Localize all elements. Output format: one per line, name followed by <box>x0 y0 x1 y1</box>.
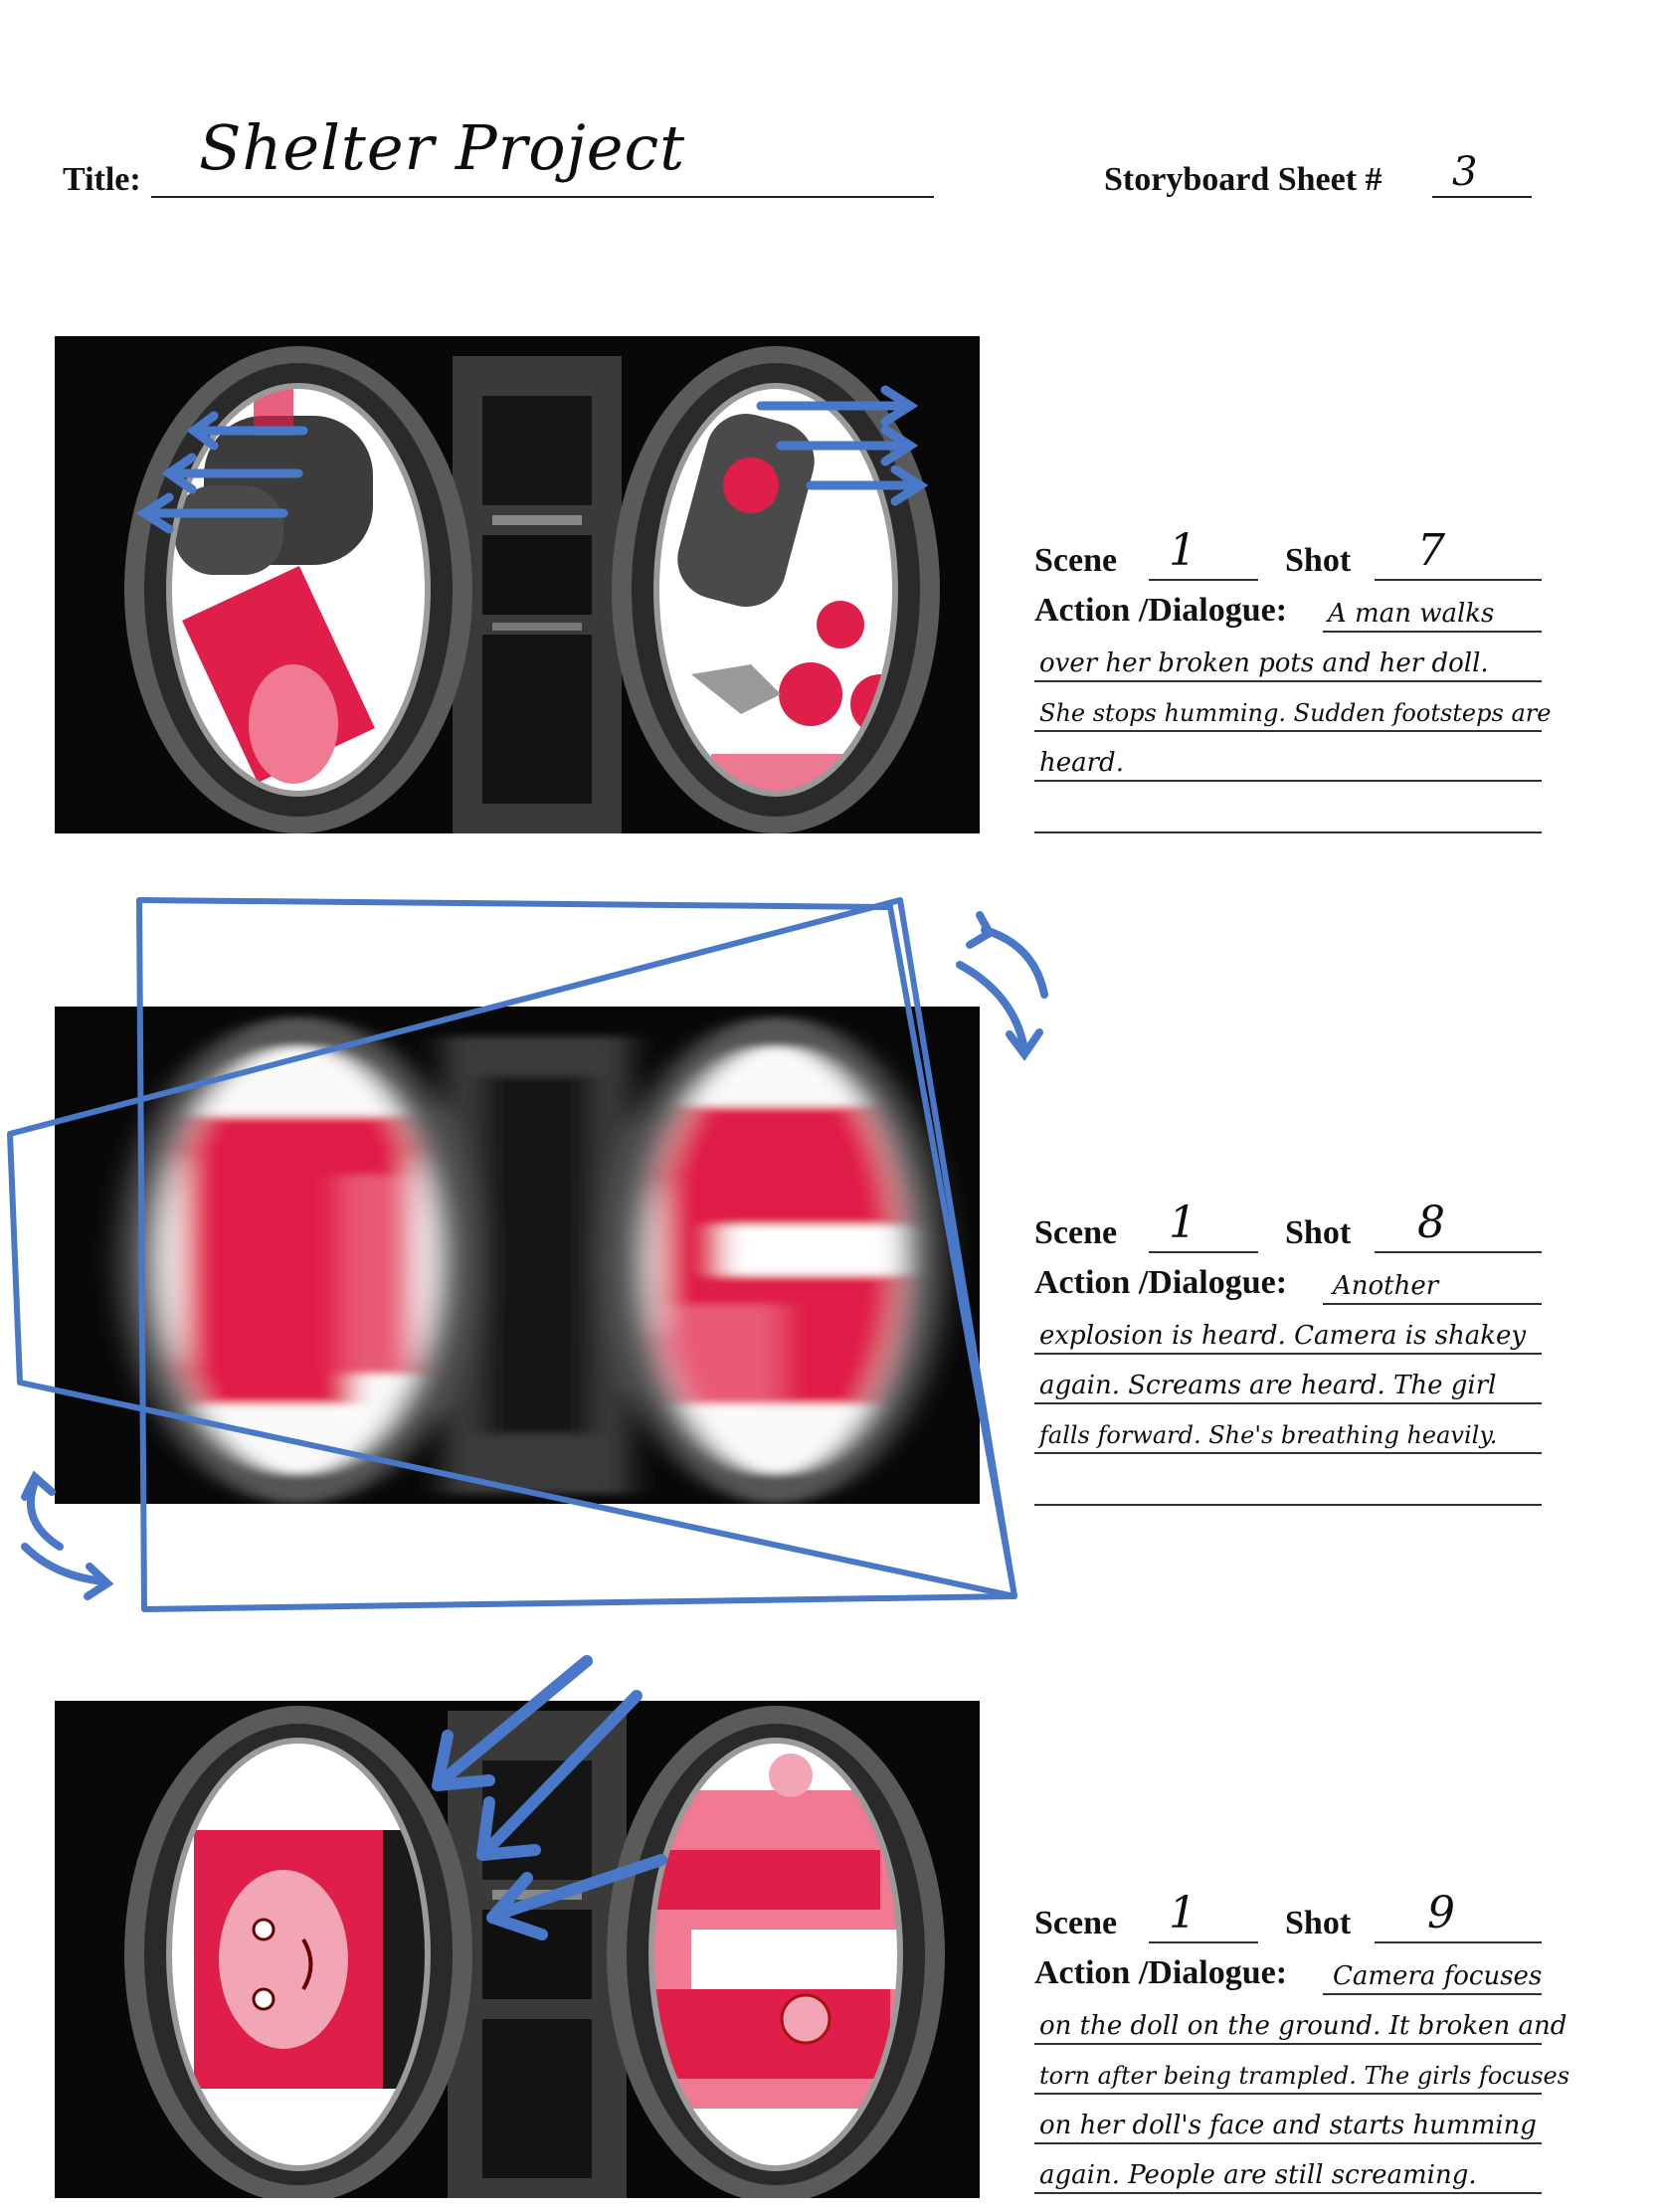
dialogue-line: over her broken pots and her doll. <box>1039 648 1489 678</box>
dialogue-rule <box>1034 1402 1542 1404</box>
dialogue-rule <box>1034 831 1542 833</box>
dialogue-rule <box>1034 730 1542 732</box>
dialogue-rule <box>1323 1993 1542 1995</box>
panel-1-notes: Scene 1 Shot 7 Action /Dialogue: A man w… <box>1034 525 1551 835</box>
dialogue-line: Another <box>1333 1271 1439 1301</box>
sheet-label: Storyboard Sheet # <box>1104 161 1382 198</box>
binocular-view-3 <box>55 1701 980 2198</box>
dialogue-rule <box>1034 1353 1542 1355</box>
dialogue-line: on the doll on the ground. It broken and <box>1039 2011 1567 2041</box>
dialogue-rule <box>1034 2142 1542 2144</box>
scene-label: Scene <box>1034 542 1118 579</box>
scene-number: 1 <box>1169 525 1197 576</box>
dialogue-rule <box>1034 1504 1542 1506</box>
dialogue-rule <box>1323 631 1542 633</box>
action-label: Action /Dialogue: <box>1034 1264 1288 1301</box>
scene-underline <box>1149 579 1258 581</box>
dialogue-rule <box>1034 2192 1542 2194</box>
shot-number: 7 <box>1417 525 1445 576</box>
sheet-number: 3 <box>1452 149 1478 195</box>
title-underline <box>151 196 934 198</box>
dialogue-line: again. Screams are heard. The girl <box>1039 1371 1497 1400</box>
sheet-underline <box>1432 196 1532 198</box>
dialogue-line: again. People are still screaming. <box>1039 2160 1477 2190</box>
dialogue-line: She stops humming. Sudden footsteps are <box>1039 699 1552 727</box>
dialogue-rule <box>1034 780 1542 782</box>
dialogue-line: Camera focuses <box>1333 1961 1543 1991</box>
scene-number: 1 <box>1169 1198 1197 1248</box>
dialogue-rule <box>1323 1303 1542 1305</box>
panel-2-frame <box>55 1007 980 1504</box>
dialogue-rule <box>1034 1452 1542 1454</box>
shot-number: 8 <box>1417 1198 1445 1248</box>
dialogue-line: on her doll's face and starts humming <box>1039 2111 1537 2140</box>
dialogue-rule <box>1034 2043 1542 2045</box>
binocular-view-2 <box>55 1007 980 1504</box>
panel-1-frame <box>55 336 980 833</box>
title-value: Shelter Project <box>199 111 686 184</box>
panel-2-notes: Scene 1 Shot 8 Action /Dialogue: Another… <box>1034 1198 1542 1508</box>
panel-3-frame <box>55 1701 980 2198</box>
shot-label: Shot <box>1285 542 1352 579</box>
scene-underline <box>1149 1251 1258 1253</box>
shot-underline <box>1375 579 1542 581</box>
scene-label: Scene <box>1034 1905 1118 1941</box>
panel-3-notes: Scene 1 Shot 9 Action /Dialogue: Camera … <box>1034 1888 1569 2208</box>
binocular-view-1 <box>55 336 980 833</box>
dialogue-line: heard. <box>1039 748 1124 778</box>
shot-underline <box>1375 1941 1542 1943</box>
dialogue-line: A man walks <box>1328 599 1495 629</box>
shot-label: Shot <box>1285 1214 1352 1251</box>
rotate-arrow-icon <box>981 926 1048 999</box>
action-label: Action /Dialogue: <box>1034 1954 1288 1991</box>
title-label: Title: <box>63 161 141 198</box>
dialogue-line: falls forward. She's breathing heavily. <box>1039 1421 1498 1449</box>
dialogue-line: torn after being trampled. The girls foc… <box>1039 2062 1570 2090</box>
shot-label: Shot <box>1285 1905 1352 1941</box>
dialogue-rule <box>1034 680 1542 682</box>
dialogue-line: explosion is heard. Camera is shakey <box>1039 1321 1527 1351</box>
scene-underline <box>1149 1941 1258 1943</box>
shot-number: 9 <box>1427 1888 1455 1938</box>
dialogue-rule <box>1034 2093 1542 2095</box>
scene-label: Scene <box>1034 1214 1118 1251</box>
action-label: Action /Dialogue: <box>1034 592 1288 629</box>
shot-underline <box>1375 1251 1542 1253</box>
scene-number: 1 <box>1169 1888 1197 1938</box>
